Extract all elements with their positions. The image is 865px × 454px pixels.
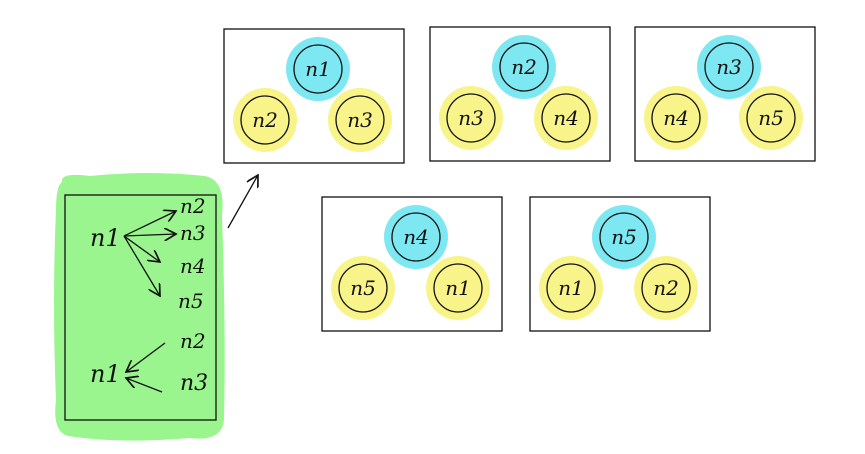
panel-border [429,26,611,162]
green-highlight [54,173,225,441]
expand-arrow [227,175,258,229]
node-label: n5 [611,225,637,249]
center-node-highlight [492,35,556,99]
panel-border [634,26,816,162]
node-label: n1 [305,57,331,81]
neighbor-node-highlight [328,88,392,152]
node-label: n4 [403,225,429,249]
neighbor-node-highlight [426,256,490,320]
panel-border [321,196,503,332]
ego-panel: n3 n4 n5 [634,26,816,162]
node-label: n2 [252,108,278,132]
node-label: n1 [558,276,584,300]
node-label: n5 [350,276,376,300]
edge-arrow [126,342,166,372]
node-circle [446,93,496,143]
top-target-label: n2 [180,194,206,218]
node-circle [641,263,691,313]
top-source-label: n1 [90,224,121,252]
node-circle [541,93,591,143]
node-circle [391,212,441,262]
panel-border [529,196,711,332]
neighbor-node-highlight [439,86,503,150]
node-circle [599,212,649,262]
node-circle [293,44,343,94]
edge-arrow [123,235,160,262]
node-label: n3 [347,108,373,132]
ego-graph-panels: n1 n2 n3 n2 n3 n4 n3 n4 n5 n4 n5 n1 n5 n1 n2 [223,26,816,332]
edge-arrow [123,211,176,237]
node-label: n4 [663,106,689,130]
top-target-label: n5 [178,289,204,313]
node-circle [499,42,549,92]
node-circle [651,93,701,143]
node-circle [546,263,596,313]
bottom-source-label: n2 [180,329,206,353]
neighbor-node-highlight [233,88,297,152]
center-node-highlight [697,35,761,99]
bottom-target-label: n1 [90,360,121,388]
center-node-highlight [592,205,656,269]
bottom-source-label: n3 [180,371,208,396]
center-node-highlight [286,37,350,101]
node-label: n4 [553,106,579,130]
neighbor-node-highlight [534,86,598,150]
node-label: n3 [716,55,742,79]
neighbor-node-highlight [539,256,603,320]
neighbor-node-highlight [331,256,395,320]
top-target-label: n4 [180,254,206,278]
center-node-highlight [384,205,448,269]
node-circle [704,42,754,92]
node-circle [338,263,388,313]
panel-border [223,28,405,164]
summary-box-border [64,194,217,421]
node-label: n5 [758,106,784,130]
ego-panel: n4 n5 n1 [321,196,503,332]
node-label: n2 [511,55,537,79]
ego-panel: n1 n2 n3 [223,28,405,164]
neighbor-node-highlight [644,86,708,150]
node-circle [746,93,796,143]
ego-panel: n2 n3 n4 [429,26,611,162]
node-circle [335,95,385,145]
node-circle [240,95,290,145]
neighbor-node-highlight [634,256,698,320]
neighbor-summary-box: n1 n2 n3 n4 n5 n2 n1 n3 [54,173,258,441]
edge-arrow [123,234,176,236]
neighbor-node-highlight [739,86,803,150]
node-label: n1 [445,276,471,300]
edge-arrow [123,235,160,296]
node-circle [433,263,483,313]
node-label: n2 [653,276,679,300]
node-label: n3 [458,106,484,130]
edge-arrow [126,378,163,393]
ego-panel: n5 n1 n2 [529,196,711,332]
top-target-label: n3 [180,221,206,245]
